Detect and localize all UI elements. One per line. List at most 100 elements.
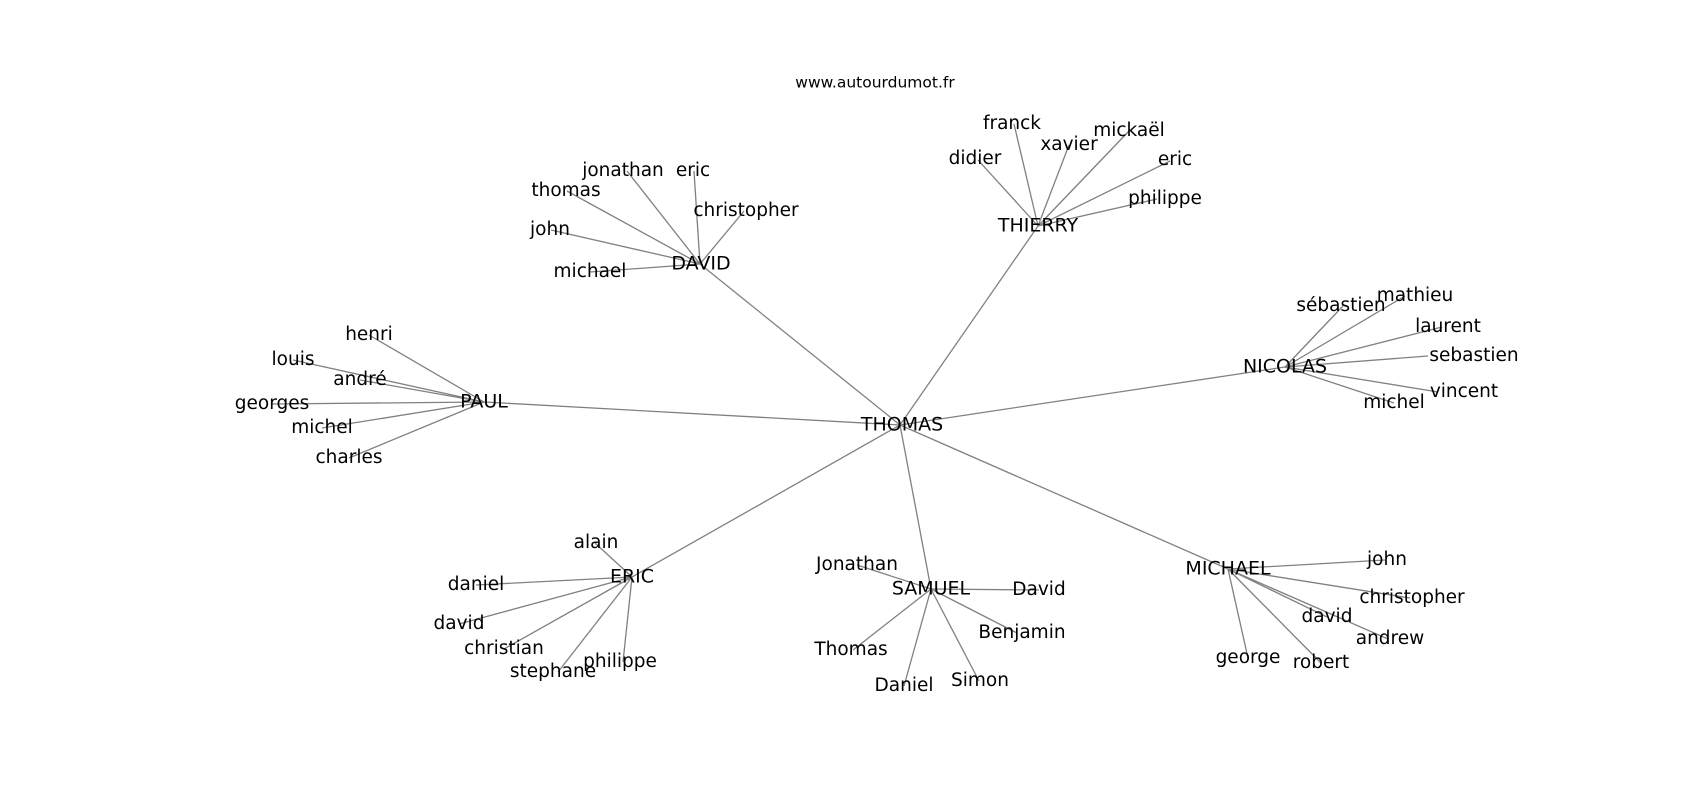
edge-nicolas-leaf-0 [1284,305,1344,368]
edge-samuel-leaf-4 [903,588,932,687]
edge-thierry-leaf-1 [1037,144,1070,227]
edge-eric-leaf-0 [594,542,633,578]
edge-samuel-leaf-1 [930,588,1040,591]
leaf-node-label: Thomas [813,639,887,660]
leaf-node-label: john [529,219,570,240]
edge-david-leaf-3 [699,210,745,265]
hub-node-label: ERIC [610,566,654,588]
edge-samuel-leaf-5 [930,588,980,682]
leaf-node-label: christopher [693,200,799,221]
leaf-node-label: mathieu [1377,285,1454,306]
edge-michael-leaf-1 [1227,568,1411,599]
edge-root-david [699,263,901,426]
leaf-node-label: daniel [448,574,504,595]
edge-root-michael [899,424,1229,570]
leaf-node-label: eric [676,160,710,181]
edge-samuel-leaf-2 [930,588,1018,634]
edge-root-thierry [899,225,1039,426]
leaf-node-label: andrew [1356,628,1425,649]
leaf-node-label: michel [1363,392,1425,413]
edge-nicolas-leaf-3 [1284,355,1429,368]
leaf-node-label: Simon [951,670,1009,691]
leaf-node-label: franck [983,113,1041,134]
leaf-node-label: george [1216,647,1281,668]
edge-thierry-leaf-2 [1037,130,1130,227]
leaf-node-label: john [1366,549,1407,570]
edge-david-leaf-4 [550,229,701,265]
leaf-node-label: robert [1293,652,1350,673]
leaf-node-label: eric [1158,149,1192,170]
leaf-node-label: mickaël [1093,120,1165,141]
edge-thierry-leaf-5 [1037,198,1158,227]
edge-root-eric [631,424,901,578]
edge-samuel-leaf-0 [856,564,932,590]
hub-node-label: DAVID [671,253,730,275]
edge-root-paul [483,401,901,426]
leaf-node-label: sébastien [1296,295,1385,316]
leaf-node-label: Jonathan [815,554,898,575]
leaf-node-label: michael [554,261,627,282]
edge-michael-leaf-2 [1227,568,1328,618]
edge-eric-leaf-2 [458,576,633,625]
edge-eric-leaf-3 [503,576,633,650]
edge-nicolas-leaf-4 [1284,366,1439,393]
leaf-node-label: philippe [583,651,657,672]
edge-david-leaf-2 [566,190,701,265]
leaf-node-label: Daniel [875,675,934,696]
edge-david-leaf-5 [589,263,701,273]
leaf-node-label: philippe [1128,188,1202,209]
leaf-node-label: stephane [510,661,596,682]
edge-paul-leaf-3 [271,401,485,405]
leaf-node-label: andré [333,369,386,390]
edge-paul-leaf-1 [292,359,485,403]
leaf-node-label: henri [345,324,393,345]
hub-node-label: PAUL [460,391,508,413]
edge-michael-leaf-0 [1227,559,1386,570]
hub-node-label: THIERRY [997,215,1079,237]
edge-thierry-leaf-0 [1013,123,1039,227]
leaf-node-label: louis [272,349,315,370]
leaf-node-label: xavier [1040,134,1098,155]
graph-edges [271,123,1443,687]
source-credit: www.autourdumot.fr [795,74,955,92]
edge-michael-leaf-3 [1227,568,1389,640]
leaf-node-label: sebastien [1429,345,1518,366]
edge-thierry-leaf-3 [977,159,1039,227]
leaf-node-label: jonathan [581,160,664,181]
edge-thierry-leaf-4 [1037,160,1171,227]
edge-michael-leaf-4 [1227,568,1249,659]
root-node-label: THOMAS [860,414,943,436]
edge-eric-leaf-5 [622,576,633,663]
hub-node-label: NICOLAS [1243,356,1327,378]
edge-paul-leaf-5 [348,401,485,459]
leaf-node-label: alain [574,532,619,553]
leaf-node-label: thomas [531,180,600,201]
edge-nicolas-leaf-5 [1284,366,1395,404]
leaf-node-label: didier [949,148,1002,169]
leaf-node-label: charles [316,447,383,468]
edge-paul-leaf-2 [359,379,485,403]
leaf-node-label: christian [464,638,544,659]
edge-nicolas-leaf-2 [1284,326,1443,368]
edge-root-samuel [899,424,932,590]
leaf-node-label: christopher [1359,587,1465,608]
edge-paul-leaf-4 [321,401,485,429]
edge-david-leaf-0 [626,170,701,265]
edge-eric-leaf-1 [475,576,633,586]
edge-samuel-leaf-3 [852,588,932,651]
leaf-node-label: David [1012,579,1065,600]
edge-paul-leaf-0 [368,334,485,403]
graph-nodes: jonathan eric thomas christopher john michael… [235,113,1519,696]
edge-nicolas-leaf-1 [1284,295,1406,368]
edge-eric-leaf-4 [557,576,633,673]
hub-node-label: MICHAEL [1185,558,1271,580]
leaf-node-label: michel [291,417,353,438]
edge-root-nicolas [899,366,1286,426]
hub-node-label: SAMUEL [892,578,971,600]
leaf-node-label: laurent [1415,316,1481,337]
edge-michael-leaf-5 [1227,568,1322,664]
leaf-node-label: Benjamin [978,622,1065,643]
leaf-node-label: david [1302,606,1353,627]
edge-david-leaf-1 [693,170,701,265]
